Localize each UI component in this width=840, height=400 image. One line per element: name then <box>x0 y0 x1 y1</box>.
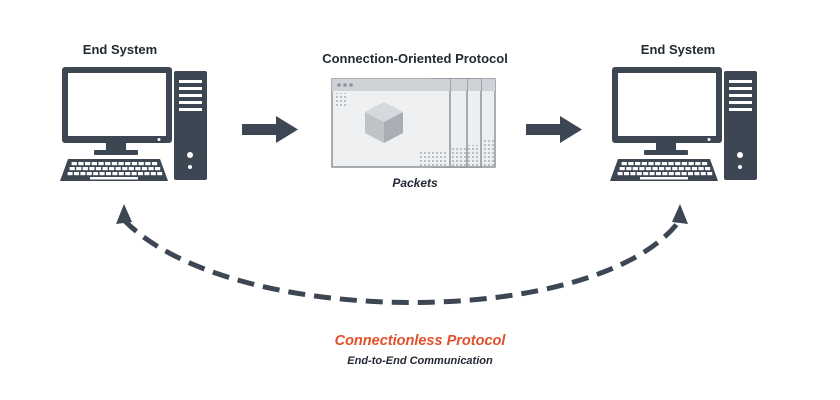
monitor-icon <box>612 67 722 155</box>
right-end-system-label: End System <box>640 42 716 57</box>
arrow-right-icon <box>526 116 582 143</box>
end-to-end-subtitle: End-to-End Communication <box>347 355 493 367</box>
tower-icon <box>724 71 757 180</box>
packets-caption: Packets <box>392 176 438 190</box>
monitor-icon <box>62 67 172 155</box>
left-computer-icon <box>60 67 207 181</box>
connectionless-protocol-title: Connectionless Protocol <box>334 333 506 349</box>
arc-arrowhead-right <box>672 204 688 224</box>
arrow-right-icon <box>242 116 298 143</box>
connection-oriented-protocol-label: Connection-Oriented Protocol <box>322 51 508 66</box>
connectionless-dashed-arc <box>116 204 688 305</box>
keyboard-icon <box>610 159 718 181</box>
front-window <box>331 78 451 168</box>
right-computer-icon <box>610 67 757 181</box>
packets-window-icon <box>331 78 496 168</box>
arc-arrowhead-left <box>116 204 132 224</box>
tower-icon <box>174 71 207 180</box>
keyboard-icon <box>60 159 168 181</box>
cube-icon <box>365 102 403 143</box>
left-end-system-label: End System <box>82 42 158 57</box>
